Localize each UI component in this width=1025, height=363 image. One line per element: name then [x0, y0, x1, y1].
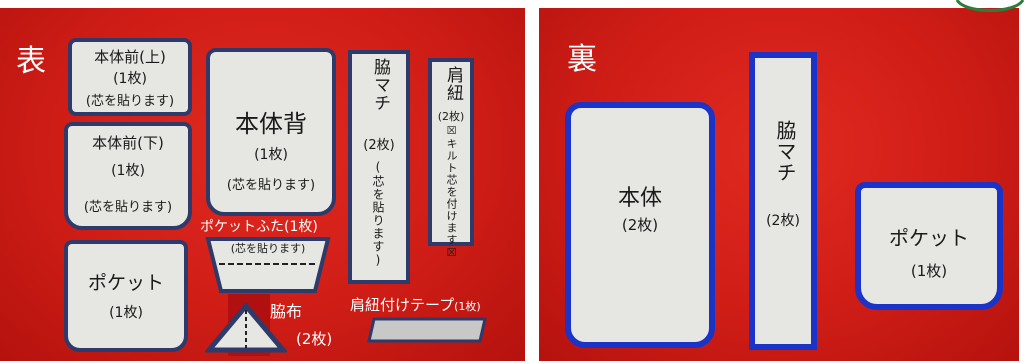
pocket-piece: ポケット (1枚) — [64, 240, 188, 352]
back-panel: 裏 本体 (2枚) 脇マチ (2枚) ポケット (1枚) — [539, 8, 1019, 361]
strap-tape-piece — [367, 317, 487, 343]
back-main-body-count: (2枚) — [621, 216, 659, 234]
front-lower-note: (芯を貼ります) — [83, 200, 173, 215]
strap-name: 肩紐 — [443, 66, 463, 102]
side-cloth-name: 脇布 — [270, 302, 303, 321]
back-body-name: 本体背 — [235, 110, 307, 138]
back-title: 裏 — [567, 42, 597, 77]
back-pocket-count: (1枚) — [910, 262, 948, 280]
strap-note: ☒キルト芯を付けます☒ — [445, 124, 458, 260]
back-body-piece: 本体背 (1枚) (芯を貼ります) — [206, 48, 336, 216]
pocket-flap-piece — [205, 237, 331, 293]
front-upper-count: (1枚) — [113, 71, 147, 87]
front-upper-piece: 本体前(上) (1枚) (芯を貼ります) — [68, 38, 192, 116]
front-panel: 表 本体前(上) (1枚) (芯を貼ります) 本体前(下) (1枚) (芯を貼り… — [0, 8, 525, 361]
back-main-body-name: 本体 — [617, 186, 662, 211]
pocket-flap-note: (芯を貼ります) — [230, 242, 306, 255]
pocket-count: (1枚) — [109, 305, 143, 321]
strap-tape-name: 肩紐付けテープ — [350, 296, 455, 314]
corner-decoration-icon — [955, 0, 1025, 12]
side-cloth-count: (2枚) — [296, 330, 333, 348]
front-lower-piece: 本体前(下) (1枚) (芯を貼ります) — [64, 122, 192, 230]
gusset-count: (2枚) — [363, 138, 395, 153]
pocket-flap-label: ポケットふた(1枚) — [200, 219, 318, 235]
front-upper-note: (芯を貼ります) — [85, 94, 175, 109]
front-lower-name: 本体前(下) — [92, 134, 164, 152]
side-cloth-piece — [205, 302, 287, 353]
strap-tape-label: 肩紐付けテープ(1枚) — [350, 294, 481, 315]
back-pocket-name: ポケット — [889, 226, 969, 250]
back-gusset-count: (2枚) — [766, 213, 800, 229]
gusset-note: (芯を貼ります) — [371, 160, 385, 268]
front-upper-name: 本体前(上) — [94, 48, 166, 66]
front-lower-count: (1枚) — [111, 163, 145, 179]
gusset-piece: 脇マチ (2枚) (芯を貼ります) — [348, 50, 410, 284]
strap-tape-count: (1枚) — [454, 300, 481, 313]
strap-count: (2枚) — [437, 110, 465, 123]
back-main-body-piece: 本体 (2枚) — [565, 102, 715, 348]
front-title: 表 — [16, 44, 46, 79]
back-body-count: (1枚) — [254, 147, 288, 163]
gusset-name: 脇マチ — [370, 58, 390, 112]
pocket-name: ポケット — [87, 272, 164, 294]
back-gusset-piece: 脇マチ (2枚) — [749, 52, 817, 350]
back-gusset-name: 脇マチ — [773, 120, 797, 183]
strap-piece: 肩紐 (2枚) ☒キルト芯を付けます☒ — [428, 58, 474, 260]
back-body-note: (芯を貼ります) — [226, 178, 316, 193]
back-pocket-piece: ポケット (1枚) — [855, 182, 1003, 310]
